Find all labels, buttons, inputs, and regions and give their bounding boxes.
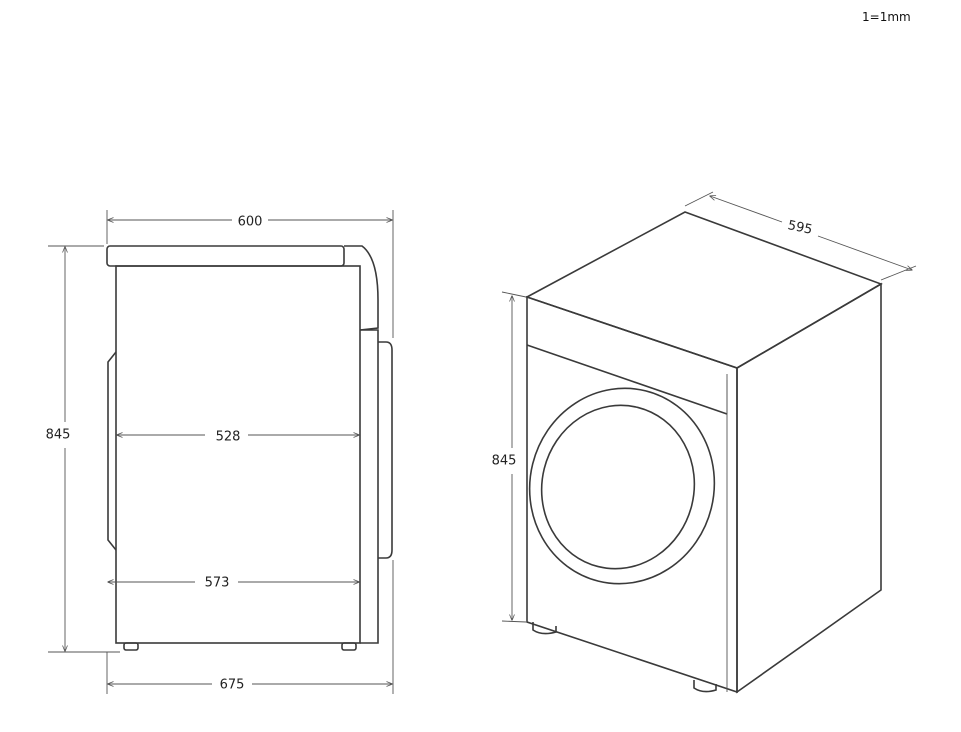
iso-foot-front-left	[532, 622, 557, 635]
iso-right-face	[736, 282, 882, 694]
dim-iso-height: 845	[492, 454, 517, 469]
dim-body-depth: 528	[216, 430, 241, 445]
iso-door-glass	[540, 404, 696, 570]
dim-iso-depth: 595	[786, 218, 813, 238]
dim-total-depth: 675	[220, 678, 245, 693]
iso-top-face	[524, 211, 883, 369]
side-foot-front	[341, 642, 357, 651]
side-foot-back	[123, 642, 139, 651]
side-worktop	[106, 245, 345, 267]
iso-control-strip	[526, 344, 728, 415]
side-view: 600 845 528 573 675	[46, 210, 394, 694]
side-door	[378, 341, 393, 559]
iso-view: 595 845	[492, 191, 917, 694]
dim-side-height: 845	[46, 428, 71, 443]
dim-base-depth: 573	[205, 576, 230, 591]
dim-top-width: 600	[238, 215, 263, 230]
scale-note: 1=1mm	[862, 10, 911, 24]
side-back-hump	[107, 351, 117, 551]
iso-foot-front-right	[693, 680, 717, 693]
iso-door-outer	[528, 387, 716, 585]
side-body	[115, 265, 361, 644]
side-front-curve	[344, 245, 379, 331]
